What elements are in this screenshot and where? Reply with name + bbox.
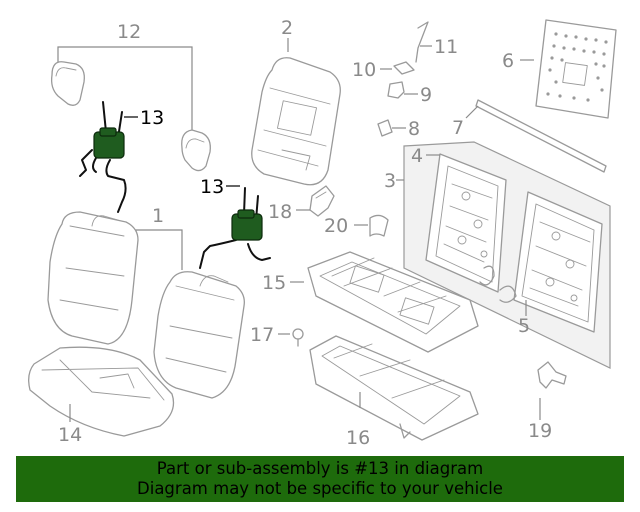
part-10-clip[interactable] (380, 61, 415, 75)
callout-12: 12 (117, 21, 141, 43)
callout-14: 14 (58, 424, 82, 446)
callout-19: 19 (528, 420, 552, 442)
callout-13-right: 13 (200, 176, 224, 198)
callout-15: 15 (262, 272, 286, 294)
callout-18: 18 (268, 201, 292, 223)
callout-13-left: 13 (140, 107, 164, 129)
parts-diagram: 12 13 13 1 14 (28, 17, 617, 449)
part-18-bracket[interactable] (296, 185, 335, 217)
callout-2: 2 (281, 17, 293, 39)
part-5-right-frame[interactable] (499, 191, 603, 333)
callout-8: 8 (408, 118, 420, 140)
part-13-motor-harness-right[interactable] (199, 185, 271, 269)
banner-line-2: Diagram may not be specific to your vehi… (137, 479, 503, 498)
callout-16: 16 (346, 427, 370, 449)
part-9-bracket[interactable] (387, 81, 418, 99)
part-8-latch[interactable] (377, 119, 406, 137)
callout-1: 1 (152, 205, 164, 227)
callout-20: 20 (324, 215, 348, 237)
callout-5: 5 (518, 315, 530, 337)
callout-17: 17 (250, 324, 274, 346)
part-6-back-panel[interactable] (520, 19, 617, 119)
banner-line-1: Part or sub-assembly is #13 in diagram (156, 459, 484, 478)
part-17-bolt[interactable] (278, 328, 304, 347)
part-7-trim-strip[interactable] (465, 99, 607, 173)
callout-7: 7 (452, 117, 464, 139)
part-19-hook-bracket[interactable] (537, 361, 567, 420)
part-13-motor-harness-left[interactable] (79, 101, 138, 213)
part-11-rod[interactable] (415, 21, 432, 63)
part-1-seat-back-covers[interactable] (47, 211, 245, 399)
part-20-clip[interactable] (354, 214, 389, 237)
part-16-lower-frame[interactable] (309, 335, 479, 441)
part-14-seat-cushion-cover[interactable] (28, 346, 175, 437)
callout-11: 11 (434, 36, 458, 58)
callout-10: 10 (352, 59, 376, 81)
callout-6: 6 (502, 50, 514, 72)
part-2-seat-back-panel[interactable] (251, 38, 341, 186)
callout-4: 4 (411, 145, 423, 167)
callout-9: 9 (420, 84, 432, 106)
callout-3: 3 (384, 170, 396, 192)
part-12-headrests[interactable] (50, 46, 211, 172)
info-banner: Part or sub-assembly is #13 in diagram D… (16, 456, 624, 502)
part-15-cushion-frame[interactable] (290, 251, 479, 353)
part-4-left-frame[interactable] (425, 153, 507, 293)
